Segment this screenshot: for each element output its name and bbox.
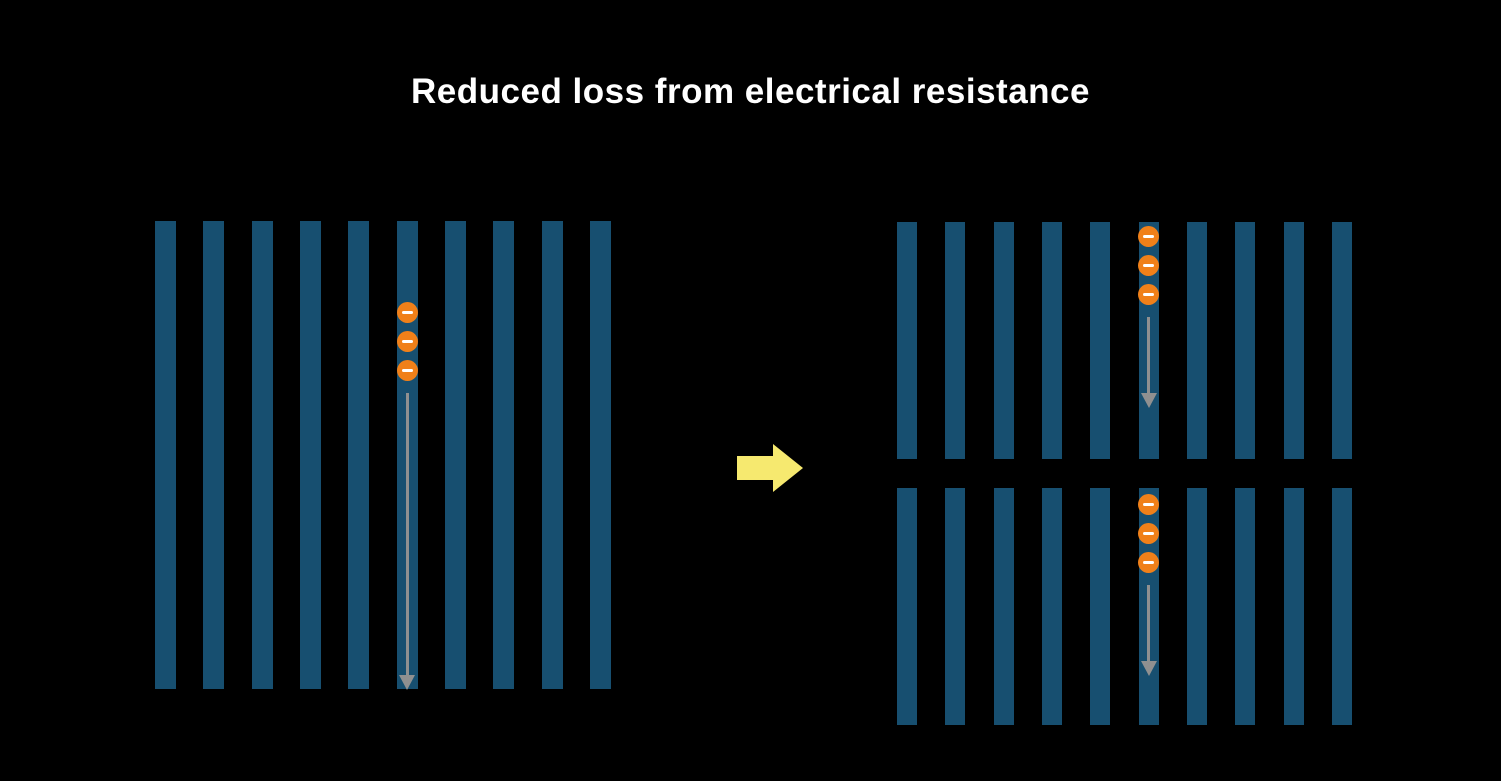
cell-finger-bar	[1235, 222, 1256, 459]
electron-icon	[1138, 255, 1160, 276]
right-arrow-icon	[737, 444, 803, 492]
minus-icon	[1143, 235, 1155, 238]
half-cell-group-top	[897, 222, 1352, 459]
electron-flow-column	[396, 302, 418, 690]
electron-icon	[396, 331, 418, 352]
electron-icon	[1138, 226, 1160, 247]
cell-finger-bar	[493, 221, 515, 689]
cell-finger-bar	[1331, 488, 1352, 725]
minus-icon	[1143, 264, 1155, 267]
minus-icon	[1143, 293, 1155, 296]
cell-finger-bar	[589, 221, 611, 689]
minus-icon	[401, 311, 413, 314]
cell-finger-bar	[203, 221, 225, 689]
minus-icon	[401, 340, 413, 343]
minus-icon	[1143, 503, 1155, 506]
cell-finger-bar	[299, 221, 321, 689]
current-flow-arrow-line	[1147, 585, 1151, 661]
cell-finger-bar	[444, 221, 466, 689]
cell-finger-bar	[897, 488, 917, 725]
cell-finger-bar	[1235, 488, 1256, 725]
cell-finger-bar	[348, 221, 370, 689]
cell-bars-row	[897, 488, 1352, 725]
cell-finger-bar	[1090, 222, 1111, 459]
electron-icon	[1138, 284, 1160, 305]
current-flow-arrow-line	[405, 393, 409, 675]
electron-flow-column	[1138, 494, 1160, 676]
half-cell-group-bottom	[897, 488, 1352, 725]
cell-finger-bar	[1331, 222, 1352, 459]
full-cell-group	[155, 221, 611, 690]
cell-finger-bar	[945, 488, 966, 725]
cell-finger-bar	[945, 222, 966, 459]
cell-finger-bar	[1090, 488, 1111, 725]
minus-icon	[401, 369, 413, 372]
cell-finger-bar	[541, 221, 563, 689]
minus-icon	[1143, 561, 1155, 564]
minus-icon	[1143, 532, 1155, 535]
cell-bars-row	[897, 222, 1352, 459]
cell-finger-bar	[1283, 488, 1304, 725]
electron-icon	[396, 302, 418, 323]
electron-icon	[1138, 523, 1160, 544]
current-flow-arrow-line	[1147, 317, 1151, 393]
current-flow-arrow-head	[1140, 661, 1157, 676]
cell-finger-bar	[1186, 222, 1207, 459]
electron-icon	[1138, 552, 1160, 573]
current-flow-arrow-head	[1140, 393, 1157, 408]
cell-finger-bar	[155, 221, 176, 689]
cell-finger-bar	[1041, 488, 1062, 725]
cell-finger-bar	[993, 222, 1014, 459]
cell-finger-bar	[1186, 488, 1207, 725]
cell-finger-bar	[1283, 222, 1304, 459]
cell-finger-bar	[251, 221, 273, 689]
current-flow-arrow-head	[399, 675, 416, 690]
cell-finger-bar	[993, 488, 1014, 725]
cell-finger-bar	[1041, 222, 1062, 459]
cell-bars-row	[155, 221, 611, 689]
electron-flow-column	[1138, 226, 1160, 408]
diagram-title: Reduced loss from electrical resistance	[411, 72, 1090, 111]
electron-icon	[396, 360, 418, 381]
electron-icon	[1138, 494, 1160, 515]
cell-finger-bar	[897, 222, 917, 459]
